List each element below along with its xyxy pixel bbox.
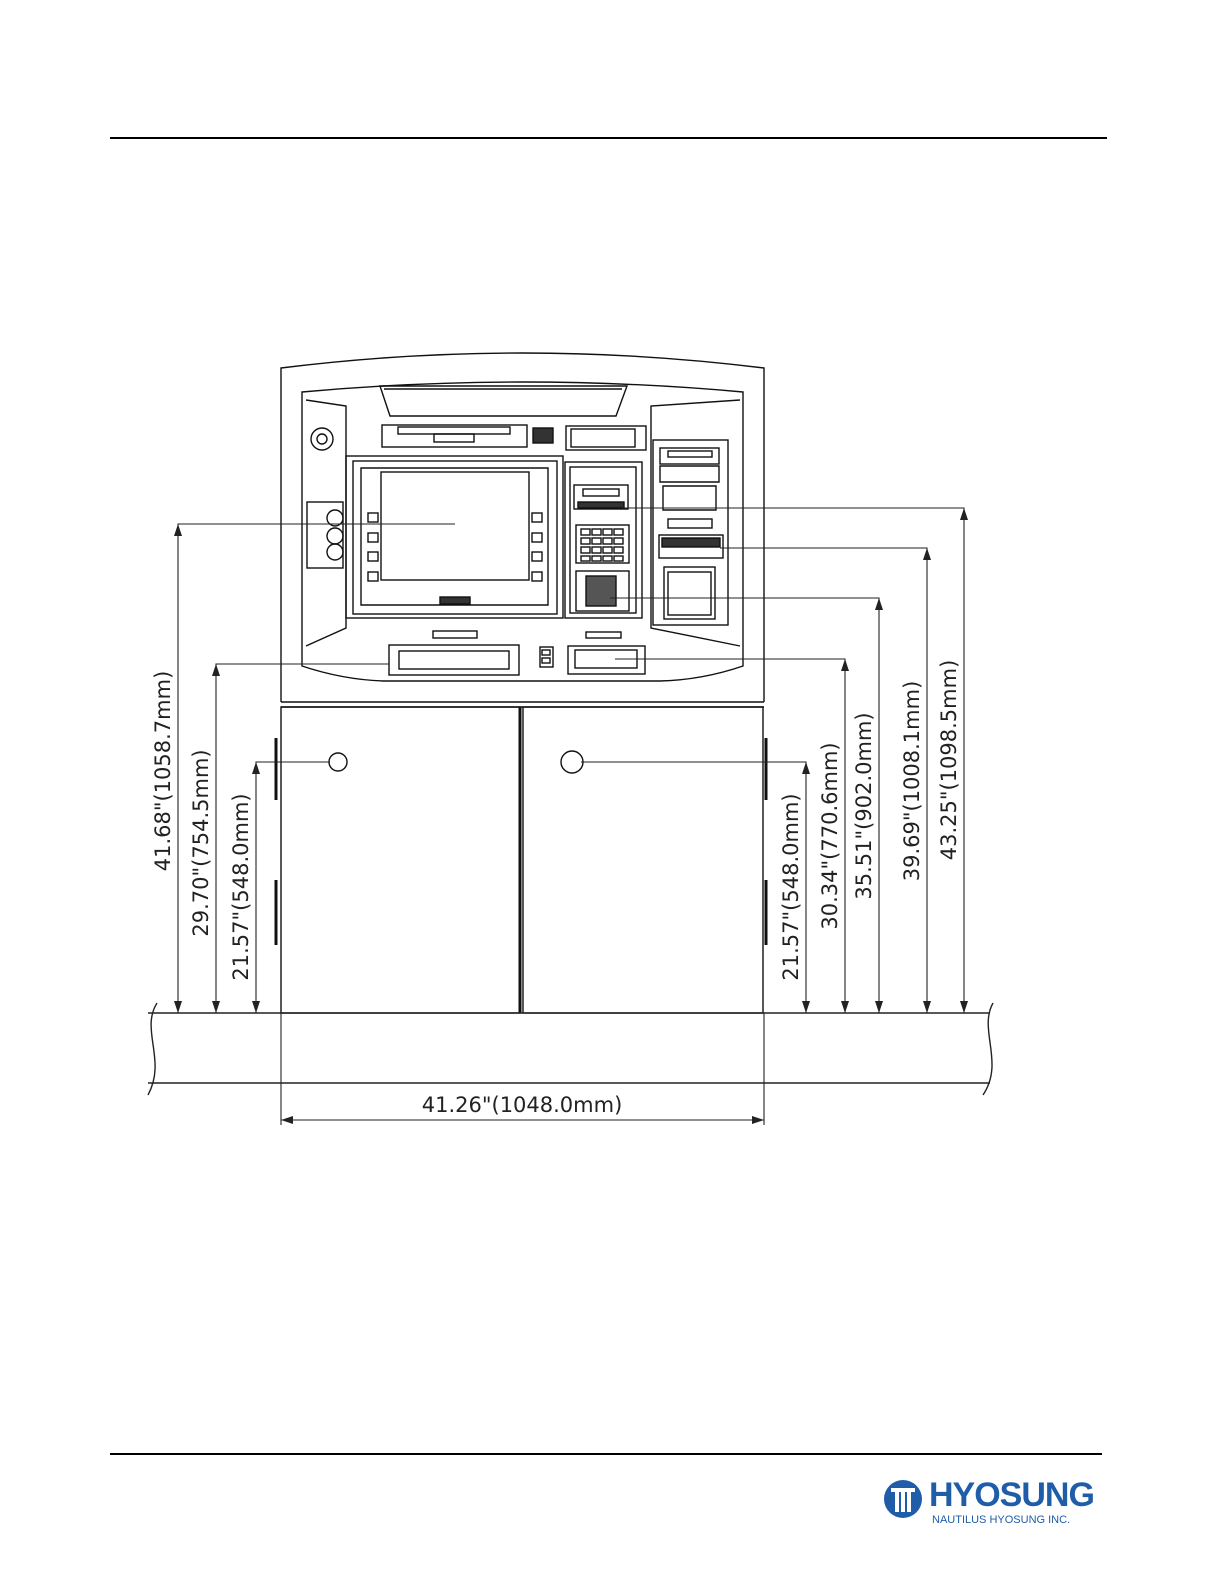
dim-label-pinpad-height: 35.51"(902.0mm) <box>852 712 876 899</box>
atm-display-screen <box>381 472 529 580</box>
dimension-lines <box>178 508 964 1125</box>
atm-depository-slot <box>389 645 519 675</box>
brand-name: HYOSUNG <box>929 1476 1094 1515</box>
atm-right-window <box>664 567 715 619</box>
hyosung-emblem-icon <box>882 1478 924 1520</box>
dimension-arrowheads <box>174 508 968 1124</box>
atm-safe-lock-left <box>329 753 347 771</box>
dim-label-card-reader-height: 39.69"(1008.1mm) <box>900 681 924 882</box>
atm-receipt-printer <box>382 425 527 447</box>
floor-break <box>148 1003 993 1095</box>
dim-label-lock-height-right: 21.57"(548.0mm) <box>779 793 803 980</box>
atm-speaker-grille <box>533 428 553 443</box>
atm-topper-sign <box>380 386 627 416</box>
dim-label-depository-height: 29.70"(754.5mm) <box>189 749 213 936</box>
atm-drawing <box>276 353 766 1013</box>
atm-bezel <box>302 382 743 681</box>
dim-label-screen-height: 41.68"(1058.7mm) <box>151 671 175 872</box>
dim-label-lock-height-left: 21.57"(548.0mm) <box>229 793 253 980</box>
pinpad-keys <box>581 529 623 561</box>
atm-audio-buttons <box>307 502 343 568</box>
atm-safe-left-door <box>281 707 520 1013</box>
dim-label-overall-width: 41.26"(1048.0mm) <box>422 1093 623 1117</box>
dim-label-dispenser-height: 30.34"(770.6mm) <box>818 742 842 929</box>
hyosung-logo: HYOSUNG NAUTILUS HYOSUNG INC. <box>882 1472 1097 1532</box>
dim-label-top-slot-height: 43.25"(1098.5mm) <box>937 660 961 861</box>
atm-safe-right-door <box>523 707 763 1013</box>
atm-safe-lock-right <box>561 751 583 773</box>
atm-indicator-light <box>311 428 333 450</box>
brand-tagline: NAUTILUS HYOSUNG INC. <box>932 1514 1070 1526</box>
